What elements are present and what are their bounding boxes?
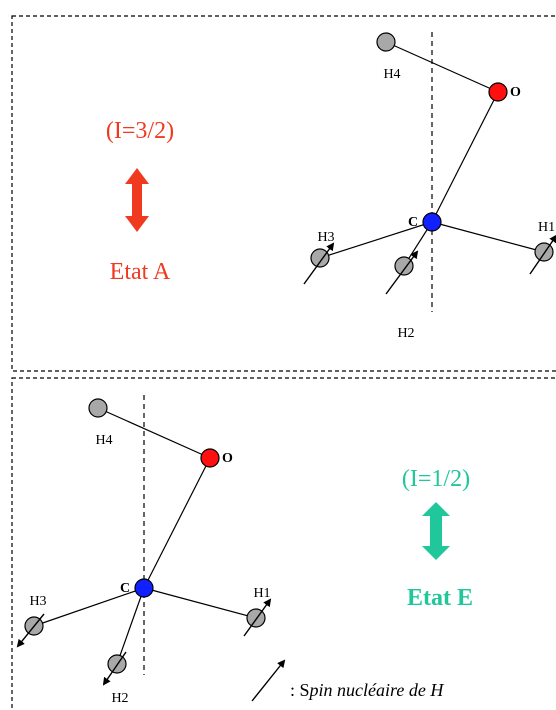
panel-e-bond-o-c <box>143 457 211 589</box>
panel-a-frame <box>11 15 556 372</box>
panel-a-state-label: Etat A <box>110 259 171 285</box>
panel-e-bond-c-h2 <box>116 587 145 665</box>
panel-a-label-h3: H3 <box>317 230 334 245</box>
panel-a-double-arrow-icon <box>125 168 149 232</box>
panel-a-bond-o-c <box>431 91 499 223</box>
panel-a-label-o: O <box>510 85 521 100</box>
panel-a-atom-h4 <box>376 32 396 52</box>
panel-a-spin-arrow-h2-icon <box>385 250 419 295</box>
panel-a-label-h1: H1 <box>538 220 555 235</box>
panel-e-atom-c <box>134 578 154 598</box>
panel-a-spin-arrow-h3-icon <box>303 242 335 285</box>
panel-e-double-arrow-icon <box>422 502 450 560</box>
panel-a-bond-h4-o <box>385 41 499 93</box>
panel-e-spin-arrow-h1-icon <box>243 598 272 637</box>
panel-a-bond-c-h1 <box>431 221 545 253</box>
panel-a-atom-h1 <box>534 242 554 262</box>
panel-e-state-label: Etat E <box>407 585 473 611</box>
panel-e-label-h4: H4 <box>95 433 112 448</box>
panel-a-label-c: C <box>408 215 418 230</box>
legend-text: : Spin nucléaire de H <box>290 680 444 700</box>
panel-e-spin-arrow-h2-icon <box>102 651 127 686</box>
panel-e-label-h2: H2 <box>111 691 128 706</box>
panel-a-atom-h2 <box>394 256 414 276</box>
panel-e-bond-c-h3 <box>33 587 145 627</box>
legend-text-italic: pin nucléaire de H <box>308 680 445 700</box>
panel-a-bond-c-h3 <box>319 221 433 259</box>
panel-e-bond-h4-o <box>97 407 211 459</box>
panel-e-frame <box>11 377 556 710</box>
panel-e-atom-h4 <box>88 398 108 418</box>
panel-e-spin-arrow-h3-icon <box>16 613 45 648</box>
panel-e-label-h1: H1 <box>253 586 270 601</box>
panel-e-molecule: H4 O C H3 H1 H2 <box>16 395 272 706</box>
panel-a-atom-c <box>422 212 442 232</box>
legend-text-prefix: : S <box>290 680 310 700</box>
panel-a-spin-value: (I=3/2) <box>106 118 174 144</box>
panel-a-atom-h3 <box>310 248 330 268</box>
panel-a-spin-arrow-h1-icon <box>529 234 556 275</box>
panel-a-atom-o <box>488 82 508 102</box>
panel-e-label-h3: H3 <box>29 594 46 609</box>
panel-e-bond-c-h1 <box>143 587 257 619</box>
legend-spin-arrow-icon <box>251 659 286 702</box>
panel-a-molecule: H4 O C H3 H1 H2 <box>303 32 556 341</box>
panel-e-atom-o <box>200 448 220 468</box>
panel-a-label-h4: H4 <box>383 67 400 82</box>
panel-e-spin-value: (I=1/2) <box>402 466 470 492</box>
panel-e-label-c: C <box>120 581 130 596</box>
panel-e-label-o: O <box>222 451 233 466</box>
panel-a-label-h2: H2 <box>397 326 414 341</box>
